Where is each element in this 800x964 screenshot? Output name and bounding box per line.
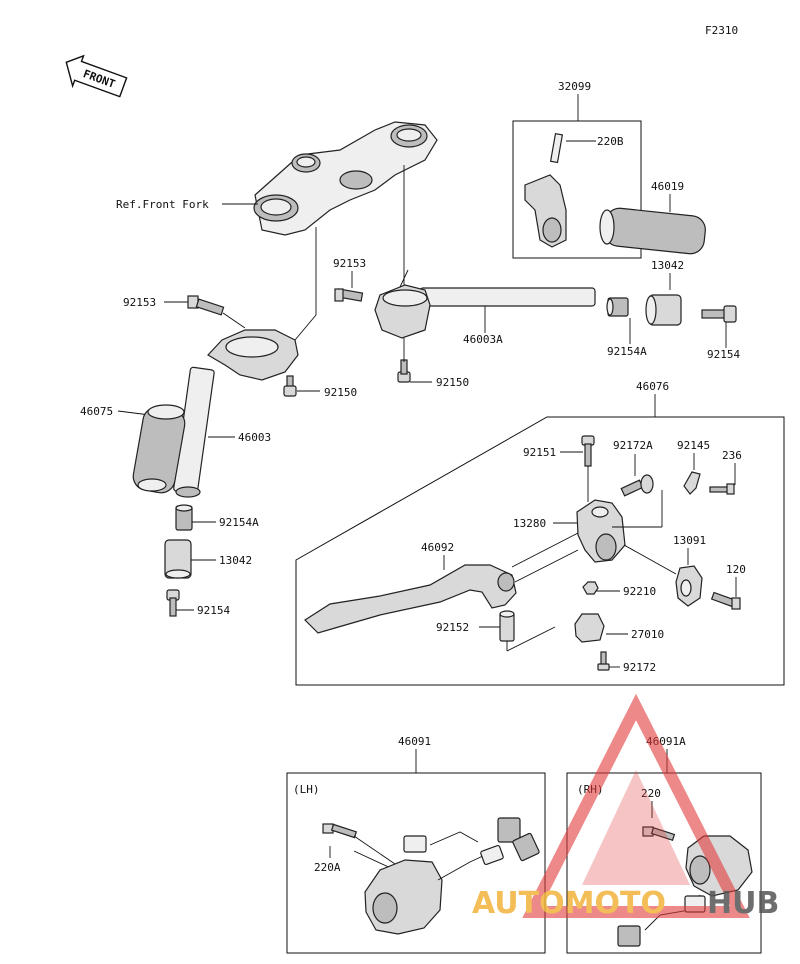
bolt-92153-top — [334, 288, 364, 302]
throttle-housing — [524, 132, 567, 248]
label-92151: 92151 — [523, 446, 556, 459]
bar-end-weight-top — [645, 294, 682, 326]
label-92210: 92210 — [623, 585, 656, 598]
label-236: 236 — [722, 449, 742, 462]
label-92172: 92172 — [623, 661, 656, 674]
label-lh: (LH) — [293, 783, 320, 796]
label-46076: 46076 — [636, 380, 669, 393]
triple-clamp — [253, 121, 438, 236]
bar-end-insert-top — [606, 297, 629, 317]
label-13091: 13091 — [673, 534, 706, 547]
bolt-92154-top — [701, 305, 737, 323]
box-32099 — [512, 120, 642, 259]
box-46076 — [295, 416, 785, 686]
label-27010: 27010 — [631, 628, 664, 641]
handlebar-right — [374, 269, 596, 339]
handlebar-left — [173, 329, 299, 498]
label-92172a: 92172A — [613, 439, 653, 452]
watermark-text-part1: AUTOMOTO — [472, 886, 666, 921]
bar-end-insert-left — [175, 504, 193, 531]
grip-right — [599, 207, 706, 255]
label-92152: 92152 — [436, 621, 469, 634]
label-92154a-top: 92154A — [607, 345, 647, 358]
bolt-92150-left — [283, 375, 297, 397]
label-220b: 220B — [597, 135, 624, 148]
label-92150-left: 92150 — [324, 386, 357, 399]
switch-27010 — [574, 613, 605, 643]
label-120: 120 — [726, 563, 746, 576]
label-92153-left: 92153 — [123, 296, 156, 309]
screw-236 — [709, 483, 735, 495]
label-13280: 13280 — [513, 517, 546, 530]
label-32099: 32099 — [558, 80, 591, 93]
label-46092: 46092 — [421, 541, 454, 554]
spring-92145 — [683, 471, 701, 495]
label-46091: 46091 — [398, 735, 431, 748]
screw-92172 — [597, 651, 610, 671]
label-46003: 46003 — [238, 431, 271, 444]
label-92145: 92145 — [677, 439, 710, 452]
grip-left — [132, 404, 186, 494]
label-46075: 46075 — [80, 405, 113, 418]
bolt-120 — [710, 591, 741, 610]
watermark-logo: AUTOMOTO HUB — [472, 693, 779, 921]
pivot-bolt-92151 — [581, 435, 595, 467]
label-46019: 46019 — [651, 180, 684, 193]
lever-46092 — [304, 564, 517, 634]
bolt-92153-left — [187, 295, 225, 316]
bolt-92150-mid — [397, 359, 411, 383]
label-92153-top: 92153 — [333, 257, 366, 270]
bar-end-weight-left — [164, 539, 192, 579]
adjuster-92172a — [620, 474, 654, 497]
bolt-92154-left — [166, 589, 180, 617]
label-92154-top: 92154 — [707, 348, 740, 361]
label-92154-left: 92154 — [197, 604, 230, 617]
label-220a: 220A — [314, 861, 341, 874]
label-13042-top: 13042 — [651, 259, 684, 272]
label-13042-left: 13042 — [219, 554, 252, 567]
box-46091 — [286, 772, 546, 954]
figure-code: F2310 — [705, 24, 738, 37]
label-220: 220 — [641, 787, 661, 800]
bushing-92152 — [499, 610, 515, 642]
ref-front-fork-label: Ref.Front Fork — [116, 198, 209, 211]
lever-holder-13280 — [576, 499, 626, 563]
screw-220a — [322, 823, 358, 839]
nut-92210 — [582, 581, 599, 595]
watermark-text-part2: HUB — [707, 886, 779, 921]
switch-housing-lh — [364, 817, 540, 935]
front-arrow-icon: FRONT — [65, 54, 128, 98]
label-92150-mid: 92150 — [436, 376, 469, 389]
screw-220 — [642, 826, 676, 842]
clamp-13091 — [675, 565, 703, 607]
label-92154a-left: 92154A — [219, 516, 259, 529]
label-46003a: 46003A — [463, 333, 503, 346]
